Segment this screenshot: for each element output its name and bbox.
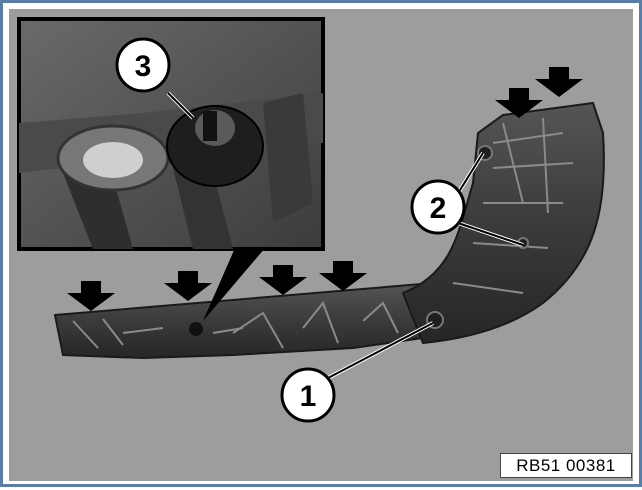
callout-2-label: 2 (430, 192, 447, 225)
callout-3-label: 3 (135, 50, 152, 83)
press-arrow-5 (495, 88, 543, 118)
callout-1: 1 (280, 367, 336, 423)
press-arrow-3 (259, 265, 307, 295)
diagram-illustration: 3 2 1 (17, 17, 605, 423)
detail-inset (17, 17, 325, 321)
press-arrow-1 (67, 281, 115, 311)
press-arrows (67, 67, 583, 311)
press-arrow-4 (319, 261, 367, 291)
reference-code: RB51 00381 (500, 453, 632, 478)
press-arrow-2 (164, 271, 212, 301)
callout-1-label: 1 (300, 380, 317, 413)
press-arrow-6 (535, 67, 583, 97)
leader-lines (166, 91, 524, 380)
callout-3: 3 (115, 37, 171, 93)
callout-2: 2 (410, 179, 466, 235)
